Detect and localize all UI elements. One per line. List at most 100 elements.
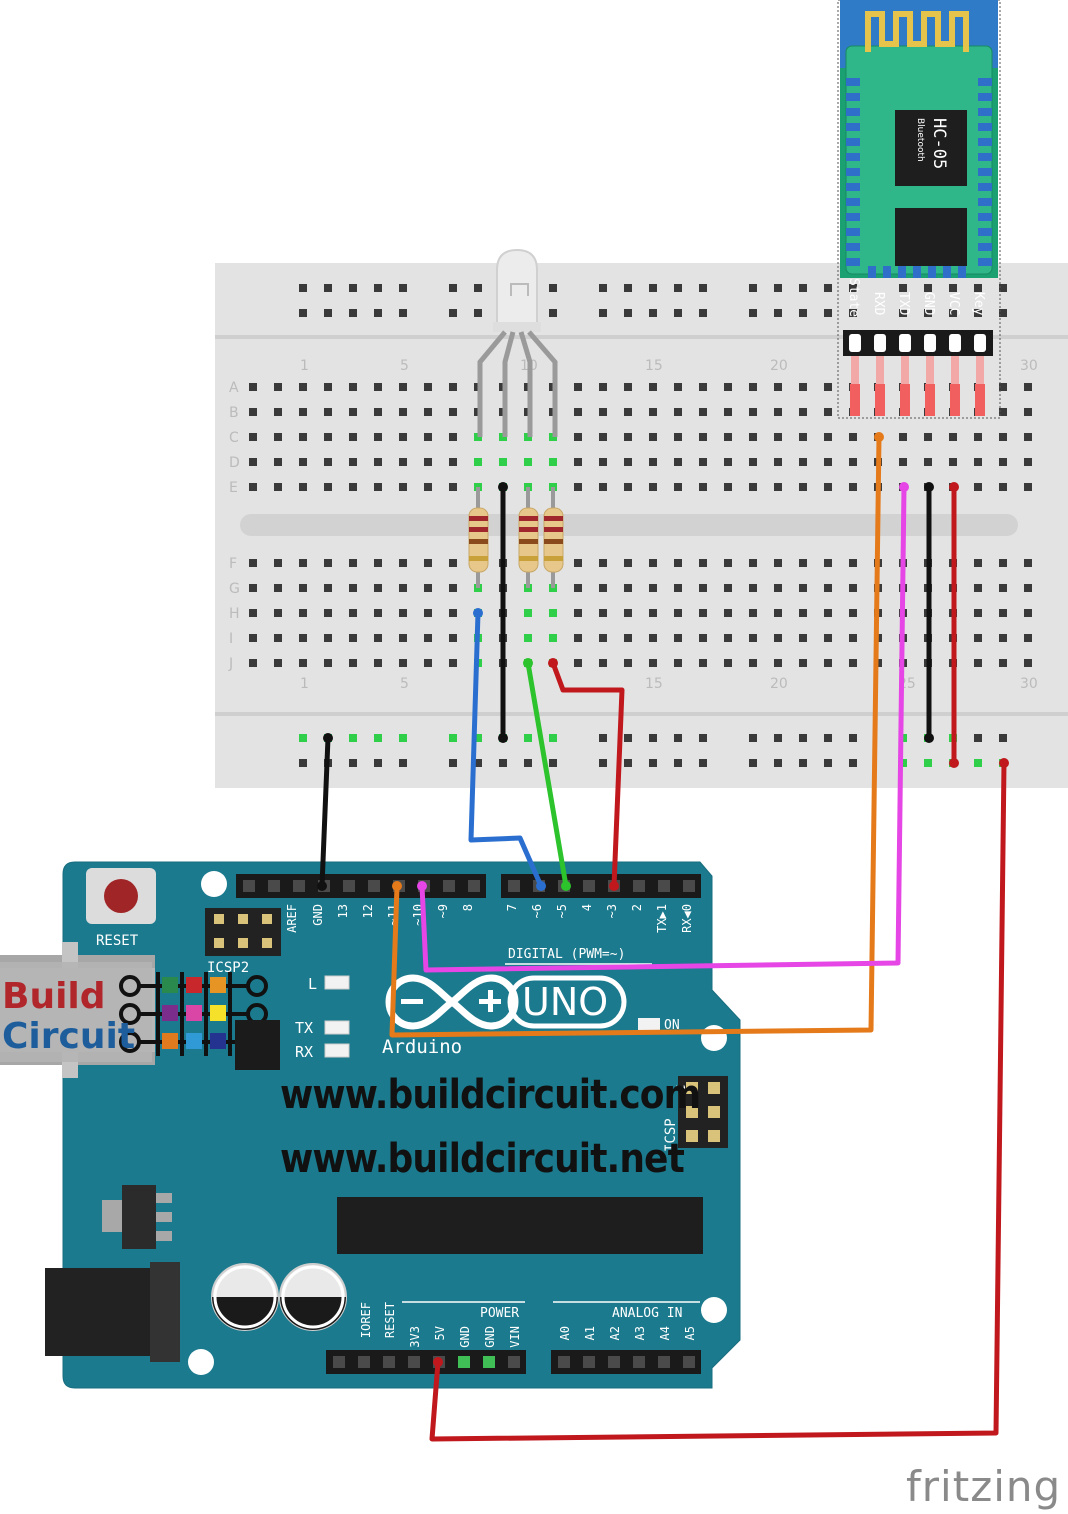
breadboard-hole (899, 309, 907, 317)
breadboard-hole (399, 609, 407, 617)
breadboard-hole (674, 584, 682, 592)
breadboard-hole (724, 609, 732, 617)
breadboard-hole (724, 634, 732, 642)
resistors (468, 487, 564, 588)
breadboard-hole (999, 559, 1007, 567)
breadboard-hole (574, 634, 582, 642)
breadboard-hole (249, 433, 257, 441)
breadboard-hole (774, 584, 782, 592)
breadboard-hole (949, 309, 957, 317)
breadboard-hole (824, 309, 832, 317)
breadboard-hole (249, 483, 257, 491)
breadboard-hole (424, 458, 432, 466)
breadboard-hole (349, 609, 357, 617)
resistor[interactable] (518, 487, 539, 588)
rgb-led[interactable] (477, 248, 558, 437)
breadboard-hole (474, 734, 482, 742)
rgb-led-leads (477, 330, 558, 437)
hc05-pin-labels: State RXD TXD GND VCC Key (846, 278, 986, 317)
breadboard-hole (599, 659, 607, 667)
buildcircuit-logo-build-text: Build (2, 976, 106, 1017)
hc05-subtitle-label: Bluetooth (915, 118, 925, 162)
breadboard-hole (449, 408, 457, 416)
breadboard-hole (774, 458, 782, 466)
row-label-a: A (229, 380, 239, 396)
breadboard-hole (699, 609, 707, 617)
breadboard-hole (299, 458, 307, 466)
breadboard-hole (749, 609, 757, 617)
breadboard-hole (374, 584, 382, 592)
breadboard-hole (974, 734, 982, 742)
breadboard-hole (399, 309, 407, 317)
breadboard-hole (324, 408, 332, 416)
breadboard-hole (924, 309, 932, 317)
capacitor (211, 1263, 279, 1331)
breadboard-hole (599, 284, 607, 292)
breadboard-hole (574, 433, 582, 441)
breadboard-hole (449, 433, 457, 441)
breadboard-hole (274, 609, 282, 617)
breadboard-hole (749, 634, 757, 642)
col-number: 15 (645, 358, 663, 374)
breadboard-hole (649, 458, 657, 466)
breadboard-hole (999, 584, 1007, 592)
pin-label-rx0: RX◀0 (680, 904, 694, 933)
breadboard-hole (849, 458, 857, 466)
breadboard-hole (649, 759, 657, 767)
breadboard-hole (324, 383, 332, 391)
reset-button-cap[interactable] (104, 879, 138, 913)
breadboard-hole (749, 759, 757, 767)
breadboard-hole (274, 659, 282, 667)
breadboard-hole (599, 759, 607, 767)
buildcircuit-logo (0, 962, 280, 1070)
breadboard-hole (399, 383, 407, 391)
breadboard-hole (699, 483, 707, 491)
breadboard-hole (999, 309, 1007, 317)
breadboard-hole (399, 734, 407, 742)
breadboard-hole (999, 483, 1007, 491)
breadboard-hole (999, 609, 1007, 617)
breadboard-hole (324, 284, 332, 292)
breadboard-hole (274, 383, 282, 391)
hc05-bluetooth-module[interactable]: HC-05 Bluetooth State RXD TXD GND VCC Ke… (837, 0, 1001, 419)
breadboard-hole (674, 759, 682, 767)
breadboard-hole (674, 408, 682, 416)
breadboard-hole (624, 284, 632, 292)
breadboard-hole (974, 483, 982, 491)
breadboard-hole (749, 284, 757, 292)
watermark-site-com: www.buildcircuit.com (280, 1072, 701, 1118)
breadboard-hole (649, 659, 657, 667)
breadboard-hole (774, 609, 782, 617)
breadboard-hole (574, 483, 582, 491)
breadboard-hole (624, 458, 632, 466)
breadboard-hole (549, 734, 557, 742)
breadboard-hole (374, 659, 382, 667)
arduino-uno-board[interactable]: RESET ICSP2 AREF GND 13 12 ~11 ~10 (0, 861, 741, 1389)
row-label-j: J (228, 656, 233, 672)
resistor[interactable] (543, 487, 564, 588)
breadboard-hole (699, 433, 707, 441)
mounting-hole (201, 871, 227, 897)
breadboard-hole (674, 458, 682, 466)
breadboard-hole (799, 659, 807, 667)
breadboard-hole (599, 559, 607, 567)
breadboard-hole (824, 483, 832, 491)
breadboard-hole (449, 584, 457, 592)
resistor[interactable] (468, 487, 489, 588)
power-header (326, 1350, 701, 1374)
breadboard-hole (724, 408, 732, 416)
breadboard-hole (974, 584, 982, 592)
breadboard-hole (449, 634, 457, 642)
breadboard-hole (349, 634, 357, 642)
wire-black-gnd-arduino (319, 735, 331, 889)
breadboard-hole (324, 458, 332, 466)
led-tx-label: TX (295, 1019, 313, 1037)
breadboard-hole (399, 284, 407, 292)
breadboard-hole (849, 584, 857, 592)
breadboard-hole (1024, 659, 1032, 667)
breadboard-hole (499, 458, 507, 466)
breadboard-hole (674, 559, 682, 567)
breadboard-hole (674, 284, 682, 292)
power-label: POWER (480, 1306, 519, 1321)
